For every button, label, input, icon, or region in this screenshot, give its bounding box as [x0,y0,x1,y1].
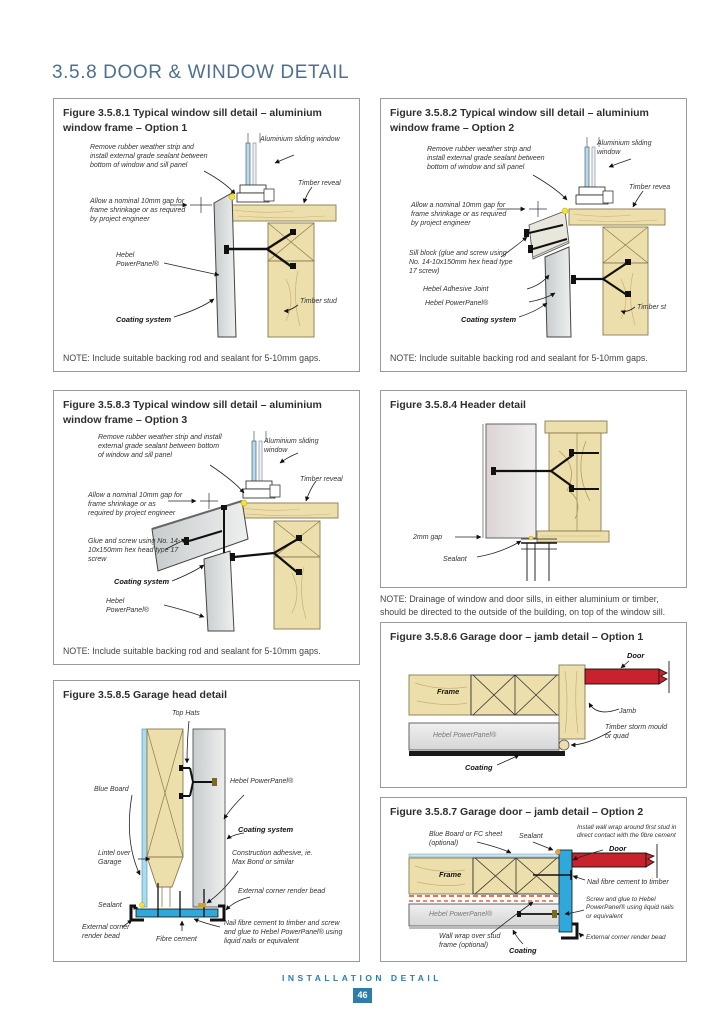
label-2mm-gap: 2mm gap [413,534,443,541]
label-remove-weather-strip: Remove rubber weather strip and install … [98,434,222,460]
label-hebel-powerpanel: Hebel PowerPanel® [429,911,493,918]
label-allow-gap: Allow a nominal 10mm gap for frame shrin… [88,492,183,518]
window-sill-option1-diagram [163,133,337,338]
label-aluminium-sliding-window: Aluminium sliding window [260,136,340,143]
label-timber-stud: Timber stud [300,298,337,305]
label-remove-weather-strip: Remove rubber weather strip and install … [90,144,208,170]
figure-title: Figure 3.5.8.2 Typical window sill detai… [390,107,649,134]
label-sealant: Sealant [98,902,122,909]
garage-head-detail-diagram [121,720,251,931]
window-sill-option3-diagram [151,431,339,632]
label-sealant: Sealant [443,556,467,563]
label-blue-board: Blue Board [94,786,129,793]
figure-title: Figure 3.5.8.6 Garage door – jamb detail… [390,631,644,643]
figure-3-5-8-1: Figure 3.5.8.1 Typical window sill detai… [53,98,360,372]
label-timber-reveal: Timber reveal [298,180,341,187]
label-external-corner-bead-left: External corner render bead [82,924,130,941]
figure-title: Figure 3.5.8.3 Typical window sill detai… [63,399,322,426]
label-remove-weather-strip: Remove rubber weather strip and install … [427,146,545,172]
label-allow-gap: Allow a nominal 10mm gap for frame shrin… [411,202,507,228]
label-hebel-adhesive-joint: Hebel Adhesive Joint [423,286,489,293]
figure-note: NOTE: Include suitable backing rod and s… [63,353,321,363]
figure-title: Figure 3.5.8.5 Garage head detail [63,689,227,701]
figure-note: NOTE: Include suitable backing rod and s… [63,646,321,656]
label-hebel-powerpanel: Hebel PowerPanel® [425,300,489,307]
label-blue-board-fc: Blue Board or FC sheet (optional) [429,831,503,848]
label-frame: Frame [439,870,462,879]
label-door: Door [609,844,627,853]
label-construction-adhesive: Construction adhesive, ie. Max Bond or s… [232,850,313,867]
label-timber-reveal: Timber revea [629,184,671,191]
figure-3-5-8-6: Figure 3.5.8.6 Garage door – jamb detail… [380,622,687,788]
label-coating: Coating [465,763,493,772]
window-sill-option2-diagram [497,137,666,338]
figure-note: NOTE: Include suitable backing rod and s… [390,353,648,363]
label-nail-fibre-cement: Nail fibre cement to timber and screw an… [224,920,343,946]
label-top-hats: Top Hats [172,710,200,717]
garage-jamb-option1-diagram [408,660,670,766]
figure-3-5-8-3: Figure 3.5.8.3 Typical window sill detai… [53,390,360,665]
label-hebel-powerpanel: Hebel PowerPanel® [433,732,497,739]
label-lintel-over-garage: Lintel over Garage [98,850,131,867]
label-timber-storm-mould: Timber storm mould or quad [605,724,668,741]
label-coating-system: Coating system [238,825,294,834]
figure-3-5-8-7: Figure 3.5.8.7 Garage door – jamb detail… [380,797,687,962]
label-allow-gap: Allow a nominal 10mm gap for frame shrin… [90,198,186,224]
figure-title: Figure 3.5.8.7 Garage door – jamb detail… [390,806,644,818]
page-title: 3.5.8 DOOR & WINDOW DETAIL [52,62,350,83]
drainage-note: NOTE: Drainage of window and door sills,… [380,594,666,617]
label-coating: Coating [509,946,537,955]
label-glue-screw: Glue and screw using No. 14-10x150mm hex… [88,538,181,564]
label-jamb: Jamb [619,708,637,715]
label-aluminium-sliding-window: Aluminium sliding window [264,438,319,455]
label-coating-system: Coating system [461,315,517,324]
page-number-badge: 46 [353,988,372,1003]
label-hebel-powerpanel: Hebel PowerPanel® [116,252,159,269]
figure-3-5-8-2: Figure 3.5.8.2 Typical window sill detai… [380,98,687,372]
figure-3-5-8-4: Figure 3.5.8.4 Header detail [380,390,687,588]
label-frame: Frame [437,687,460,696]
garage-jamb-option2-diagram [408,841,658,945]
label-coating-system: Coating system [114,577,170,586]
label-hebel-powerpanel: Hebel PowerPanel® [230,778,294,785]
label-fibre-cement: Fibre cement [156,936,197,943]
label-door: Door [627,651,645,660]
figure-title: Figure 3.5.8.1 Typical window sill detai… [63,107,322,134]
label-sealant: Sealant [519,833,543,840]
label-coating-system: Coating system [116,315,172,324]
label-external-corner-bead: External corner render bead [586,934,666,941]
label-external-corner-bead-right: External corner render bead [238,888,326,895]
figure-3-5-8-5: Figure 3.5.8.5 Garage head detail [53,680,360,962]
label-aluminium-sliding-window: Aluminium sliding window [597,140,652,157]
label-hebel-powerpanel: Hebel PowerPanel® [106,598,149,615]
label-timber-stud: Timber st [637,304,667,311]
header-detail-diagram [455,420,610,581]
label-sill-block: Sill block (glue and screw using No. 14-… [409,250,513,276]
label-nail-fibre-cement: Nail fibre cement to timber [587,879,669,886]
footer-section-label: INSTALLATION DETAIL [282,973,442,983]
label-wall-wrap: Wall wrap over stud frame (optional) [439,933,501,950]
figure-title: Figure 3.5.8.4 Header detail [390,399,526,411]
label-timber-reveal: Timber reveal [300,476,343,483]
label-install-wall-wrap: Install wall wrap around first stud in d… [577,824,677,840]
label-screw-glue: Screw and glue to Hebel PowerPanel® usin… [586,896,674,920]
